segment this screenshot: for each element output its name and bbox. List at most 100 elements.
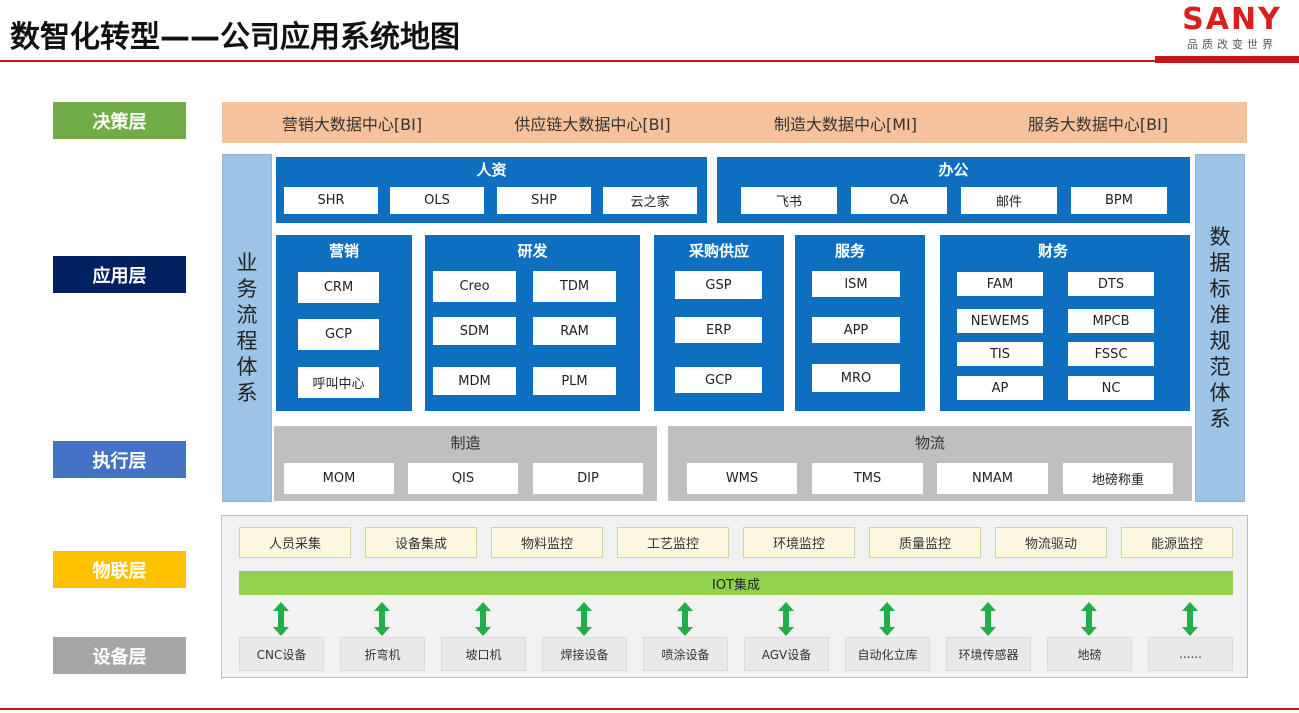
double-arrow-vertical-icon — [273, 602, 289, 636]
iot-integration-bar: IOT集成 — [239, 571, 1233, 595]
app-sdm[interactable]: SDM — [433, 317, 516, 345]
sany-logo: SANY — [1182, 2, 1282, 37]
layer-label-iot: 物联层 — [53, 551, 186, 588]
side-char: 范 — [1209, 355, 1231, 379]
decision-item: 供应链大数据中心[BI] — [514, 114, 671, 134]
decision-item: 服务大数据中心[BI] — [1027, 114, 1169, 134]
side-char: 程 — [236, 329, 258, 353]
app-gcp-marketing[interactable]: GCP — [298, 319, 379, 350]
app-nmam[interactable]: NMAM — [937, 463, 1048, 494]
layer-label-device: 设备层 — [53, 637, 186, 674]
decision-layer-band — [222, 102, 1247, 143]
iot-item: 环境监控 — [743, 527, 855, 558]
group-title-procurement: 采购供应 — [688, 241, 749, 260]
app-dip[interactable]: DIP — [533, 463, 643, 494]
iot-item: 工艺监控 — [617, 527, 729, 558]
double-arrow-vertical-icon — [980, 602, 996, 636]
header-divider — [0, 60, 1155, 62]
device-item: 坡口机 — [441, 637, 526, 671]
double-arrow-vertical-icon — [879, 602, 895, 636]
side-char: 务 — [236, 277, 258, 301]
app-app[interactable]: APP — [812, 317, 900, 343]
app-nc[interactable]: NC — [1068, 376, 1154, 400]
app-tdm[interactable]: TDM — [533, 271, 616, 302]
app-bpm[interactable]: BPM — [1071, 187, 1167, 214]
app-feishu[interactable]: 飞书 — [741, 187, 837, 214]
side-char: 体 — [1209, 381, 1231, 405]
app-fam[interactable]: FAM — [957, 272, 1043, 296]
device-item: 地磅 — [1047, 637, 1132, 671]
app-tms[interactable]: TMS — [812, 463, 923, 494]
app-ram[interactable]: RAM — [533, 317, 616, 345]
app-erp[interactable]: ERP — [675, 317, 762, 343]
page-title: 数智化转型——公司应用系统地图 — [10, 20, 460, 55]
app-gsp[interactable]: GSP — [675, 271, 762, 299]
app-weighbridge[interactable]: 地磅称重 — [1063, 463, 1173, 494]
app-ism[interactable]: ISM — [812, 271, 900, 297]
app-mom[interactable]: MOM — [284, 463, 394, 494]
layer-label-execution: 执行层 — [53, 441, 186, 478]
side-char: 规 — [1209, 329, 1231, 353]
group-title-marketing: 营销 — [328, 241, 359, 260]
device-item: 自动化立库 — [845, 637, 930, 671]
double-arrow-vertical-icon — [1182, 602, 1198, 636]
app-creo[interactable]: Creo — [433, 271, 516, 302]
decision-item: 营销大数据中心[BI] — [281, 114, 423, 134]
iot-item: 人员采集 — [239, 527, 351, 558]
group-title-office: 办公 — [938, 160, 969, 179]
group-title-manufacturing: 制造 — [450, 433, 481, 452]
group-title-hr: 人资 — [476, 160, 507, 179]
app-gcp-procurement[interactable]: GCP — [675, 367, 762, 393]
side-char: 系 — [236, 381, 258, 405]
iot-item: 质量监控 — [869, 527, 981, 558]
side-char: 系 — [1209, 407, 1231, 431]
double-arrow-vertical-icon — [475, 602, 491, 636]
logo-slogan: 品质改变世界 — [1187, 38, 1277, 51]
app-ols[interactable]: OLS — [390, 187, 484, 214]
logo-underline-bar — [1155, 56, 1299, 63]
layer-label-application: 应用层 — [53, 256, 186, 293]
app-shr[interactable]: SHR — [284, 187, 378, 214]
device-item: 焊接设备 — [542, 637, 627, 671]
app-shp[interactable]: SHP — [497, 187, 591, 214]
device-item: 喷涂设备 — [643, 637, 728, 671]
group-title-finance: 财务 — [1037, 241, 1068, 260]
app-mpcb[interactable]: MPCB — [1068, 309, 1154, 333]
app-plm[interactable]: PLM — [533, 367, 616, 395]
side-char: 据 — [1209, 251, 1231, 275]
side-char: 准 — [1209, 303, 1231, 327]
double-arrow-vertical-icon — [576, 602, 592, 636]
business-process-system-bar: 业 务 流 程 体 系 — [222, 154, 272, 502]
app-oa[interactable]: OA — [851, 187, 947, 214]
app-crm[interactable]: CRM — [298, 272, 379, 303]
side-char: 业 — [236, 251, 258, 275]
iot-item: 能源监控 — [1121, 527, 1233, 558]
double-arrow-vertical-icon — [778, 602, 794, 636]
side-char: 数 — [1209, 225, 1231, 249]
group-title-logistics: 物流 — [914, 433, 945, 452]
device-item: ...... — [1148, 637, 1233, 671]
app-tis[interactable]: TIS — [957, 342, 1043, 366]
app-wms[interactable]: WMS — [687, 463, 797, 494]
side-char: 标 — [1209, 277, 1231, 301]
app-mail[interactable]: 邮件 — [961, 187, 1057, 214]
app-mro[interactable]: MRO — [812, 364, 900, 392]
double-arrow-vertical-icon — [677, 602, 693, 636]
device-item: 折弯机 — [340, 637, 425, 671]
data-standard-system-bar: 数 据 标 准 规 范 体 系 — [1195, 154, 1245, 502]
side-char: 体 — [236, 355, 258, 379]
device-item: CNC设备 — [239, 637, 324, 671]
app-newems[interactable]: NEWEMS — [957, 309, 1043, 333]
footer-divider — [0, 708, 1299, 710]
app-fssc[interactable]: FSSC — [1068, 342, 1154, 366]
app-ap[interactable]: AP — [957, 376, 1043, 400]
device-item: AGV设备 — [744, 637, 829, 671]
decision-item: 制造大数据中心[MI] — [773, 114, 917, 134]
app-qis[interactable]: QIS — [408, 463, 518, 494]
iot-item: 设备集成 — [365, 527, 477, 558]
app-mdm[interactable]: MDM — [433, 367, 516, 395]
group-title-rnd: 研发 — [517, 241, 548, 260]
app-yunzhijia[interactable]: 云之家 — [603, 187, 697, 214]
app-call-center[interactable]: 呼叫中心 — [298, 367, 379, 398]
app-dts[interactable]: DTS — [1068, 272, 1154, 296]
